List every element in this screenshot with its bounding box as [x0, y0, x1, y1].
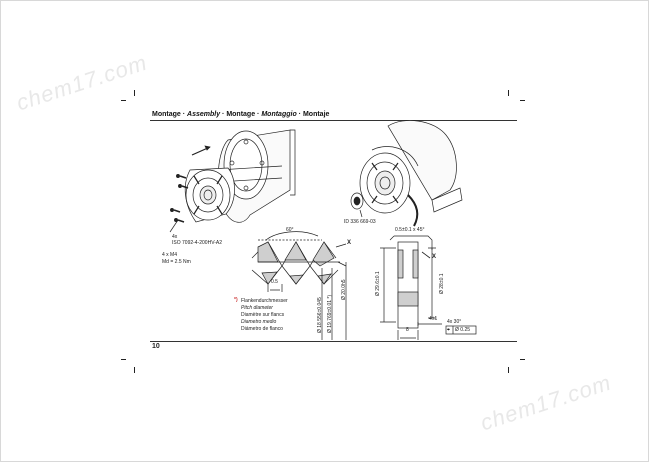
width-dim: 8	[406, 327, 409, 333]
crop-mark-br-v	[508, 367, 509, 373]
crop-mark-br-h	[520, 359, 525, 360]
thread-angle: 60°	[286, 227, 294, 233]
section-heading: Montage · Assembly · Montage · Montaggio…	[152, 111, 329, 118]
heading-es: Montaje	[302, 111, 330, 118]
header-rule	[150, 120, 517, 121]
section-drawing	[380, 235, 477, 340]
tolerance-symbol: ⌖	[447, 327, 450, 333]
heading-sep-4: ·	[296, 111, 303, 118]
bore-dim: Ø 29.6±0.1	[375, 271, 381, 296]
crop-mark-tl-v	[134, 90, 135, 96]
tolerance-value: Ø 0.25	[455, 327, 471, 333]
screws-qty: 4x	[172, 234, 178, 240]
heading-sep-2: ·	[220, 111, 227, 118]
heading-sep-1: ·	[180, 111, 188, 118]
heading-fr: Montage	[226, 111, 256, 118]
thread-pitch: 0.5	[271, 279, 278, 285]
page-number: 10	[152, 343, 160, 350]
crop-mark-tl-h	[121, 100, 126, 101]
chamfer-label: 0.5±0.1 x 45°	[395, 227, 425, 233]
torque-spec: Md = 2.5 Nm	[162, 259, 191, 265]
part-id: ID 336 669-03	[344, 219, 376, 225]
encoder-right-drawing	[350, 120, 463, 227]
screw-spec: ISO 7092-4-200HV-A2	[172, 240, 223, 246]
crop-mark-bl-v	[134, 367, 135, 373]
footnote-en: Pitch diameter	[241, 305, 273, 311]
thread-spec: 4 x M4	[162, 252, 178, 258]
footnote-de: Flankendurchmesser	[241, 298, 288, 304]
heading-sep-3: ·	[255, 111, 262, 118]
motor-flange-drawing	[214, 129, 296, 223]
encoder-left-drawing	[169, 145, 235, 233]
thread-profile-drawing	[251, 231, 347, 340]
crop-mark-bl-h	[121, 359, 126, 360]
footnote-it: Diametro medio	[241, 319, 277, 325]
section-x-marker: X	[432, 254, 437, 260]
thread-dim-1: Ø 18.556±0.045	[317, 297, 323, 333]
heading-en: Assembly	[187, 111, 221, 118]
footnote-fr: Diamètre sur flancs	[241, 312, 285, 318]
footer-rule	[150, 341, 517, 342]
thread-x-marker: X	[347, 240, 352, 246]
crop-mark-tr-h	[520, 100, 525, 101]
footnote-es: Diámetro de flanco	[241, 326, 283, 332]
thread-dim-2: Ø 19.769±0.01 *)	[327, 294, 333, 333]
angle-label: 4x 30°	[447, 319, 462, 325]
heading-de: Montage	[152, 111, 181, 118]
outer-dim: Ø 28±0.1	[439, 273, 445, 294]
offset-dim: 4±1	[429, 316, 438, 322]
heading-it: Montaggio	[261, 111, 297, 118]
footnote-marker: *)	[234, 297, 238, 303]
thread-dim-3: Ø 20.0h5	[341, 279, 347, 300]
crop-mark-tr-v	[508, 90, 509, 96]
